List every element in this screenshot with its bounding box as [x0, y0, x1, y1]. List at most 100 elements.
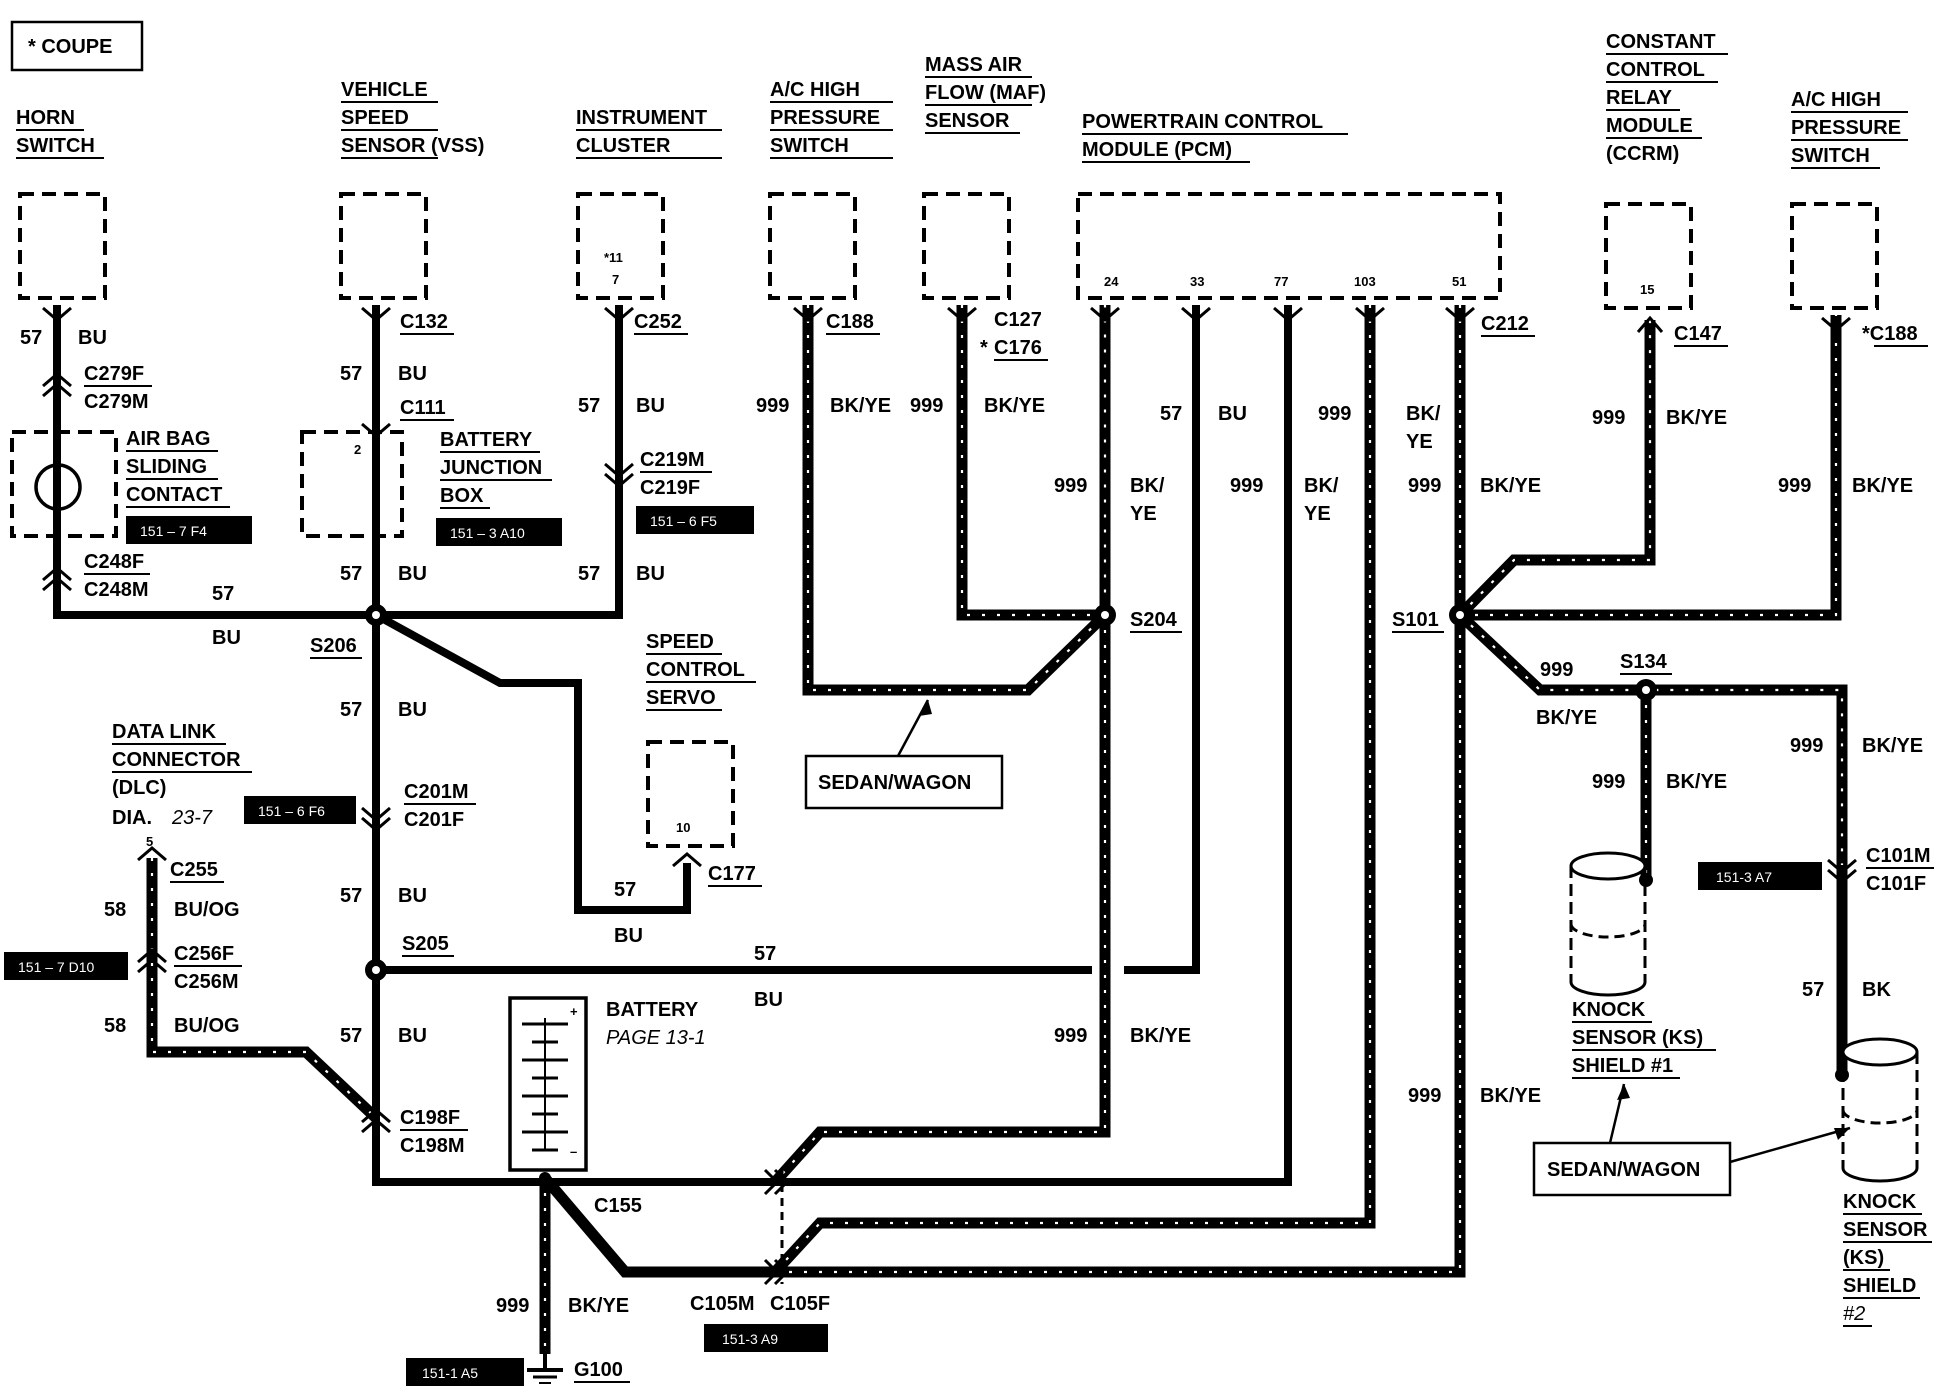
- svg-text:YE: YE: [1130, 503, 1157, 525]
- svg-text:BU: BU: [398, 699, 427, 721]
- battery-minus: –: [570, 1144, 577, 1159]
- battery-label: BATTERY: [606, 999, 699, 1021]
- svg-text:BU/OG: BU/OG: [174, 1015, 240, 1037]
- svg-text:57: 57: [578, 563, 600, 585]
- svg-text:SPEED: SPEED: [646, 631, 714, 653]
- svg-text:C255: C255: [170, 859, 218, 881]
- svg-text:HORN: HORN: [16, 107, 75, 129]
- svg-text:S206: S206: [310, 635, 357, 657]
- svg-text:VEHICLE: VEHICLE: [341, 79, 428, 101]
- svg-text:BU: BU: [636, 563, 665, 585]
- svg-text:151 – 7 F4: 151 – 7 F4: [140, 523, 207, 539]
- splice-s101-inner: [1456, 611, 1464, 619]
- speed-control-servo-box: [646, 740, 735, 848]
- svg-text:BU: BU: [78, 327, 107, 349]
- coupe-legend-text: * COUPE: [28, 36, 112, 58]
- svg-text:A/C HIGH: A/C HIGH: [1791, 89, 1881, 111]
- splice-s205-inner: [372, 966, 380, 974]
- ccrm-pin: 15: [1640, 282, 1654, 297]
- svg-text:*C188: *C188: [1862, 323, 1918, 345]
- svg-text:57: 57: [1802, 979, 1824, 1001]
- svg-text:151-3 A9: 151-3 A9: [722, 1331, 778, 1347]
- speed-control-servo-label: SPEED CONTROL SERVO: [646, 631, 745, 709]
- splice-c155-dot: [539, 1172, 551, 1184]
- svg-text:BK/YE: BK/YE: [568, 1295, 629, 1317]
- wire-57-bu-network: [53, 305, 1292, 1186]
- svg-text:C105F: C105F: [770, 1293, 830, 1315]
- svg-text:C201F: C201F: [404, 809, 464, 831]
- svg-text:INSTRUMENT: INSTRUMENT: [576, 107, 707, 129]
- svg-text:151 – 3 A10: 151 – 3 A10: [450, 525, 525, 541]
- svg-text:SENSOR (KS): SENSOR (KS): [1572, 1027, 1703, 1049]
- scs-pin: 10: [676, 820, 690, 835]
- sedan-wagon-callout-2: SEDAN/WAGON: [1547, 1159, 1700, 1181]
- coupe-legend-box: [10, 20, 144, 72]
- svg-text:999: 999: [1592, 407, 1625, 429]
- svg-text:C279F: C279F: [84, 363, 144, 385]
- pcm-pin-33: 33: [1190, 274, 1204, 289]
- svg-text:POWERTRAIN CONTROL: POWERTRAIN CONTROL: [1082, 111, 1323, 133]
- svg-text:999: 999: [756, 395, 789, 417]
- ks1-terminal: [1639, 873, 1653, 887]
- svg-text:DIA.: DIA.: [112, 807, 152, 829]
- svg-text:G100: G100: [574, 1359, 623, 1381]
- instrument-cluster-box: [576, 192, 665, 300]
- svg-text:BK/YE: BK/YE: [830, 395, 891, 417]
- wire-999-bk-ye-network: [539, 305, 1848, 1354]
- battery-junction-box: [300, 430, 404, 538]
- svg-text:BK/YE: BK/YE: [1852, 475, 1913, 497]
- svg-text:CONNECTOR: CONNECTOR: [112, 749, 241, 771]
- svg-text:57: 57: [20, 327, 42, 349]
- svg-text:C198F: C198F: [400, 1107, 460, 1129]
- svg-text:57: 57: [754, 943, 776, 965]
- svg-text:BOX: BOX: [440, 485, 484, 507]
- sedan-wagon-callout-1-box: [804, 754, 1004, 810]
- svg-text:BK: BK: [1862, 979, 1891, 1001]
- horn-switch-label: HORN SWITCH: [16, 107, 95, 157]
- air-bag-label: AIR BAG SLIDING CONTACT: [126, 428, 222, 506]
- svg-text:151-1 A5: 151-1 A5: [422, 1365, 478, 1381]
- svg-text:AIR BAG: AIR BAG: [126, 428, 210, 450]
- ac-high-pressure-switch-2-label: A/C HIGH PRESSURE SWITCH: [1791, 89, 1901, 167]
- svg-text:JUNCTION: JUNCTION: [440, 457, 542, 479]
- pcm-pin-51: 51: [1452, 274, 1466, 289]
- svg-text:C147: C147: [1674, 323, 1722, 345]
- ks1-label: KNOCK SENSOR (KS) SHIELD #1: [1572, 999, 1703, 1077]
- pcm-pin-24: 24: [1104, 274, 1119, 289]
- svg-text:BK/YE: BK/YE: [1536, 707, 1597, 729]
- svg-text:BK/YE: BK/YE: [1480, 1085, 1541, 1107]
- svg-text:SWITCH: SWITCH: [16, 135, 95, 157]
- svg-text:YE: YE: [1406, 431, 1433, 453]
- svg-text:C219F: C219F: [640, 477, 700, 499]
- svg-text:BK/: BK/: [1406, 403, 1441, 425]
- splice-s204-inner: [1101, 611, 1109, 619]
- svg-text:999: 999: [910, 395, 943, 417]
- svg-text:(DLC): (DLC): [112, 777, 166, 799]
- svg-text:999: 999: [1592, 771, 1625, 793]
- ccrm-box: [1604, 202, 1693, 310]
- splice-s206-inner: [372, 611, 380, 619]
- svg-text:RELAY: RELAY: [1606, 87, 1673, 109]
- svg-text:C132: C132: [400, 311, 448, 333]
- ac-hp-switch-1-box: [768, 192, 857, 300]
- svg-text:BK/YE: BK/YE: [1666, 407, 1727, 429]
- maf-sensor-box: [922, 192, 1011, 300]
- wire-58-bu-og: [146, 858, 380, 1123]
- svg-text:57: 57: [212, 583, 234, 605]
- pcm-pin-77: 77: [1274, 274, 1288, 289]
- svg-text:S134: S134: [1620, 651, 1668, 673]
- battery-plus: +: [570, 1004, 578, 1019]
- svg-text:151-3 A7: 151-3 A7: [1716, 869, 1772, 885]
- splice-s134-inner: [1642, 686, 1650, 694]
- dlc-pin: 5: [146, 834, 153, 849]
- svg-text:C279M: C279M: [84, 391, 148, 413]
- svg-text:C256F: C256F: [174, 943, 234, 965]
- svg-text:SENSOR: SENSOR: [925, 110, 1010, 132]
- svg-text:BU: BU: [398, 563, 427, 585]
- circuit-labels: 57 BU 57 BU 57 BU 999 BK/YE 999 BK/YE 57…: [20, 327, 1923, 1317]
- svg-text:BK/YE: BK/YE: [984, 395, 1045, 417]
- svg-text:999: 999: [1540, 659, 1573, 681]
- svg-text:57: 57: [340, 1025, 362, 1047]
- svg-text:BU/OG: BU/OG: [174, 899, 240, 921]
